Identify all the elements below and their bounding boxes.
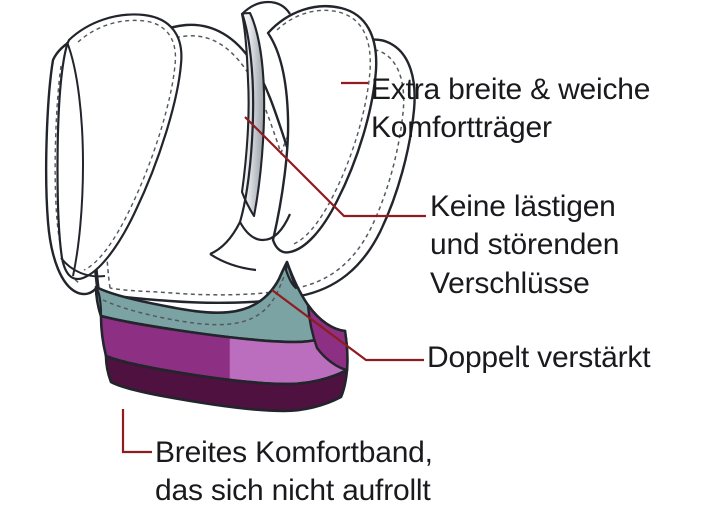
bra-body-group xyxy=(44,0,416,305)
band-teal-center-peak xyxy=(284,260,298,290)
right-strap-outer-stitch xyxy=(276,9,371,246)
callout-no-closures: Keine lästigen und störenden Verschlüsse xyxy=(430,190,620,300)
left-strap-outer-stitch xyxy=(54,65,82,285)
center-gore-notch xyxy=(209,253,257,272)
comfort-band-group xyxy=(94,260,349,413)
left-strap-seam-lower xyxy=(60,257,106,278)
leader-lines-group xyxy=(121,81,426,454)
callout-wide-comfort-band: Breites Komfortband, das sich nicht aufr… xyxy=(155,436,433,508)
callout-double-reinforced: Doppelt verstärkt xyxy=(427,341,651,374)
leader-line-band xyxy=(121,409,152,454)
left-strap-inner-loop xyxy=(56,13,183,281)
right-strap-under-edge xyxy=(209,221,241,256)
band-purple-bottom-edge xyxy=(104,354,349,413)
right-strap-top-join xyxy=(241,0,291,15)
band-teal-left-tip xyxy=(94,285,103,318)
left-strap-inner-stitch xyxy=(77,19,177,271)
callout-wide-soft-straps: Extra breite & weiche Komfortträger xyxy=(371,73,651,145)
leader-line-reinforced xyxy=(271,289,424,362)
band-teal-stitch xyxy=(102,273,286,326)
right-strap-inner-loop xyxy=(238,12,292,242)
leader-line-closures xyxy=(244,116,426,218)
right-strap-outer xyxy=(266,4,378,254)
left-strap-seam xyxy=(66,41,85,277)
